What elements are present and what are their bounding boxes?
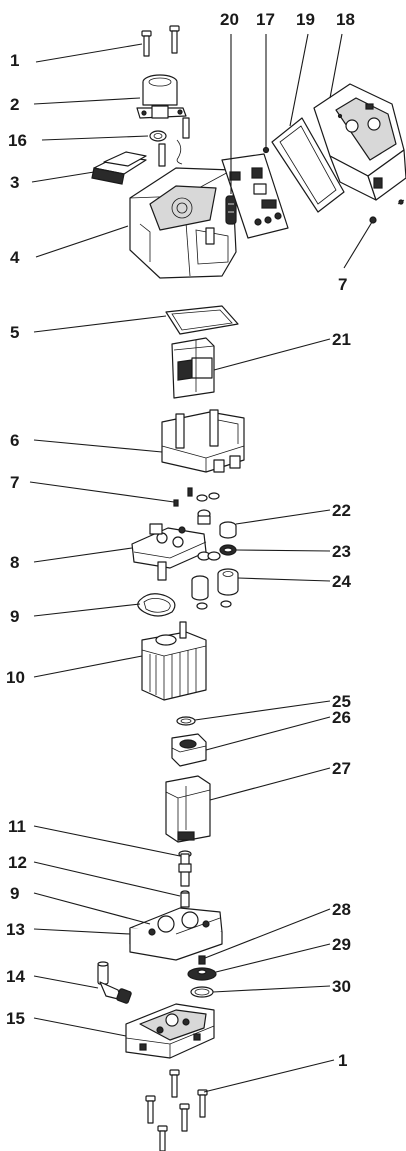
callout-8: 8	[10, 553, 19, 572]
callout-9-top: 9	[10, 607, 19, 626]
screw-mid	[173, 487, 193, 507]
callout-28: 28	[332, 900, 351, 919]
leader-2	[33, 97, 141, 105]
rotor-sleeve	[165, 775, 211, 843]
oring-top	[137, 593, 176, 617]
callout-4: 4	[10, 248, 20, 267]
leader-1-top	[35, 43, 143, 63]
leader-30	[212, 985, 331, 993]
leader-28	[204, 908, 331, 959]
callout-16: 16	[8, 131, 27, 150]
leader-21	[213, 338, 331, 371]
callout-10: 10	[6, 668, 25, 687]
callout-11: 11	[8, 817, 26, 836]
callout-30: 30	[332, 977, 351, 996]
shaft	[178, 850, 192, 887]
leader-11	[33, 825, 181, 857]
pump-housing	[129, 907, 223, 961]
front-gasket	[271, 117, 345, 213]
callout-13: 13	[6, 920, 25, 939]
leader-3	[31, 171, 95, 183]
screw-pair-top	[141, 25, 180, 57]
leader-5	[33, 315, 167, 333]
impeller-screw	[198, 955, 206, 965]
callout-7-top: 7	[338, 275, 347, 294]
callout-7-mid: 7	[10, 473, 19, 492]
callout-6: 6	[10, 431, 19, 450]
callout-29: 29	[332, 935, 351, 954]
callout-2: 2	[10, 95, 19, 114]
leader-18	[329, 33, 343, 99]
callout-17: 17	[256, 10, 275, 29]
leader-9-top	[33, 603, 141, 617]
callout-21: 21	[332, 330, 351, 349]
leader-15	[33, 1017, 127, 1037]
impeller	[187, 967, 217, 981]
circuit-board	[221, 146, 289, 239]
leader-8	[33, 547, 133, 563]
small-orings	[196, 492, 220, 525]
leader-4	[35, 225, 129, 258]
screw-ball-top	[369, 199, 405, 224]
valve-plate	[131, 523, 207, 581]
middle-housing	[161, 409, 245, 473]
oring-small	[176, 716, 196, 726]
leader-16	[41, 135, 149, 141]
pad-gasket	[91, 151, 147, 185]
callout-12: 12	[8, 853, 27, 872]
callout-1-top: 1	[10, 51, 19, 70]
leader-13	[33, 928, 131, 935]
leader-24	[237, 577, 331, 582]
bushing-stack	[191, 521, 239, 610]
motor-block	[171, 337, 215, 399]
leader-19	[289, 33, 309, 127]
callout-25: 25	[332, 692, 351, 711]
callout-14: 14	[6, 967, 25, 986]
callout-3: 3	[10, 173, 19, 192]
leader-14	[33, 975, 99, 989]
callout-9-bot: 9	[10, 884, 19, 903]
callout-23: 23	[332, 542, 351, 561]
connector-pin	[225, 195, 237, 225]
callout-5: 5	[10, 323, 19, 342]
callout-19: 19	[296, 10, 315, 29]
upper-housing	[129, 167, 237, 279]
elbow-fitting	[97, 961, 132, 1004]
leader-7-mid	[29, 481, 175, 503]
callout-15: 15	[6, 1009, 25, 1028]
leader-26	[205, 716, 331, 751]
leader-10	[33, 655, 143, 678]
leader-25	[194, 700, 331, 721]
leader-9-bot	[33, 892, 151, 925]
base-gasket	[165, 305, 239, 335]
callout-1-bot: 1	[338, 1051, 347, 1070]
leader-7-top	[343, 221, 373, 269]
callout-20: 20	[220, 10, 239, 29]
callout-26: 26	[332, 708, 351, 727]
leader-lines	[29, 33, 373, 1093]
callout-labels: 1 2 16 3 4 20 17 19 18 7 5 21 6 7 22 8 2…	[6, 10, 355, 1070]
callout-18: 18	[336, 10, 355, 29]
base-housing	[125, 1003, 215, 1059]
leader-22	[235, 509, 331, 525]
leader-23	[235, 549, 331, 552]
callout-24: 24	[332, 572, 351, 591]
leader-12	[33, 861, 181, 897]
leader-6	[33, 439, 163, 453]
leader-1-bot	[203, 1059, 335, 1093]
screw-set-bottom	[145, 1069, 208, 1151]
spring-clip	[149, 117, 190, 167]
oring-impeller	[190, 986, 214, 998]
callout-27: 27	[332, 759, 351, 778]
heat-sink	[141, 621, 207, 701]
bearing-housing	[136, 74, 187, 119]
pin	[180, 890, 190, 908]
callout-22: 22	[332, 501, 351, 520]
leader-27	[209, 767, 331, 801]
coil-magnet	[171, 733, 207, 767]
front-cover	[313, 83, 406, 201]
leader-29	[215, 943, 331, 973]
